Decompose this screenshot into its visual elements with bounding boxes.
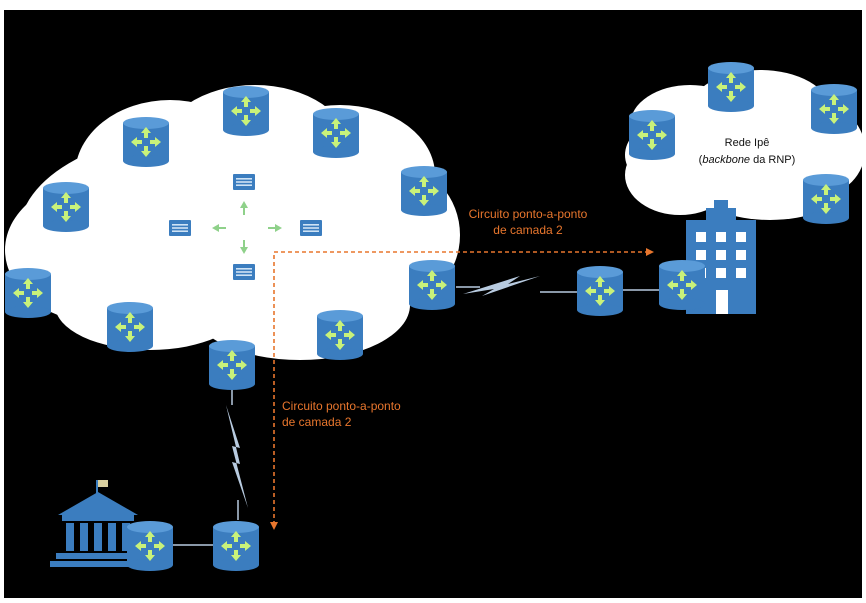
router-icon [313,108,359,158]
institution-icon [50,480,146,567]
router-icon [401,166,447,216]
network-links [172,286,660,546]
switch-icon [300,220,322,236]
router-icon [209,340,255,390]
circuit-label-bottom-line2: de camada 2 [282,415,352,429]
router-icon [317,310,363,360]
switch-arrows [212,201,282,254]
router-icon [409,260,455,310]
circuit-paths [273,251,648,525]
router-icon [107,302,153,352]
router-icon [213,521,259,571]
rede-ipe-subtitle: (backbone da RNP) [699,154,796,166]
rede-ipe-title: Rede Ipê [725,137,770,149]
router-icon [123,117,169,167]
router-icon [577,266,623,316]
router-icon [223,86,269,136]
router-icon [43,182,89,232]
wireless-link-icon [463,276,540,296]
router-icon [659,260,705,310]
circuit-label-top-line2: de camada 2 [493,223,563,237]
router-icon [127,521,173,571]
router-icon [5,268,51,318]
router-icon [811,84,857,134]
router-icon [708,62,754,112]
circuit-label-bottom-line1: Circuito ponto-a-ponto [282,399,401,413]
switch-icon [169,220,191,236]
circuit-arrowhead-down [270,522,278,530]
wireless-link-icon [226,405,248,508]
router-icon [803,174,849,224]
circuit-label-top-line1: Circuito ponto-a-ponto [469,207,588,221]
switch-icon [233,264,255,280]
switch-icon [233,174,255,190]
router-icon [629,110,675,160]
circuit-arrowhead-right [646,248,654,256]
